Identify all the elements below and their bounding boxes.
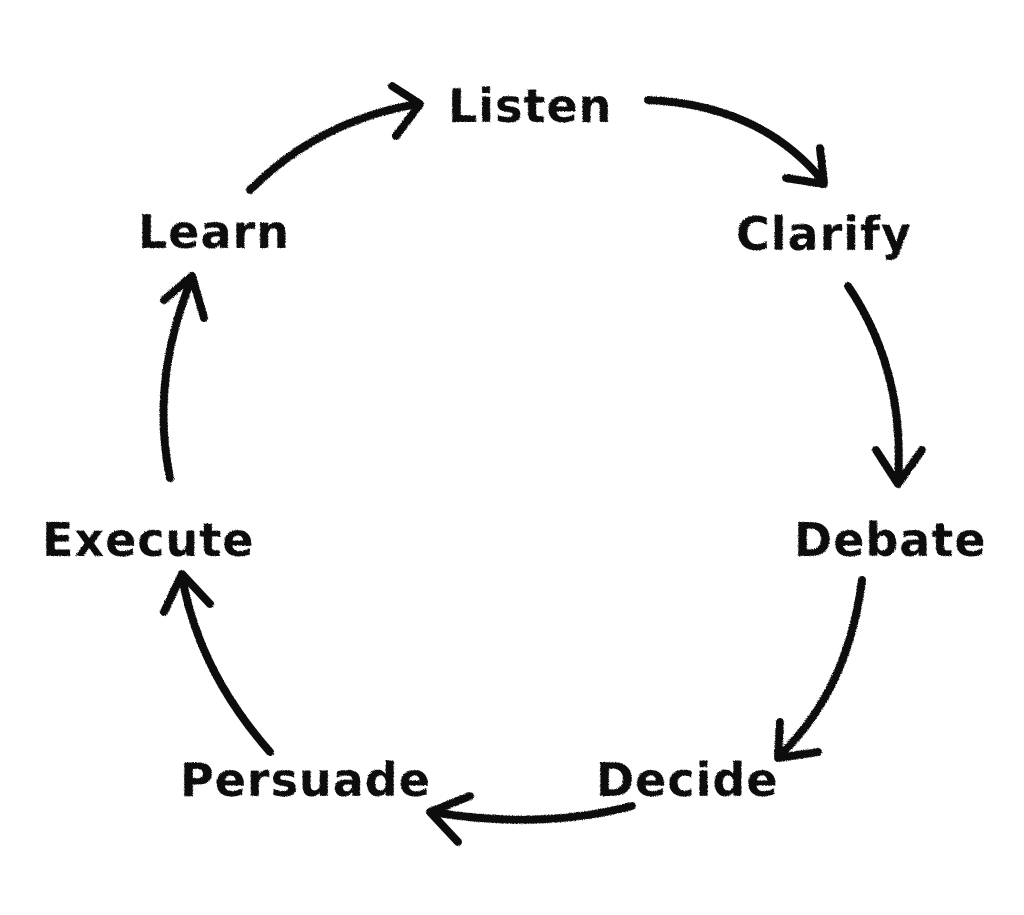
arrow-debate-to-decide [774,576,866,762]
arrow-decide-to-persuade [426,792,636,846]
arrow-persuade-to-execute [160,570,274,756]
node-persuade: Persuade [180,753,431,807]
node-clarify: Clarify [736,207,912,261]
node-decide: Decide [596,753,779,807]
node-execute: Execute [42,513,255,567]
node-learn: Learn [138,205,290,259]
arrow-execute-to-learn [159,272,208,482]
arrow-clarify-to-debate [844,282,926,488]
arrow-listen-to-clarify [644,96,828,188]
node-debate: Debate [794,513,987,567]
arrow-learn-to-listen [246,82,424,194]
node-listen: Listen [448,79,612,133]
